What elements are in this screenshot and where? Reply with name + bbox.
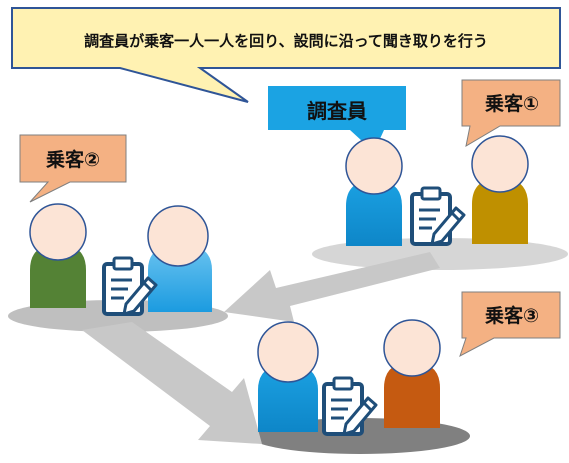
passenger3-callout-shape — [459, 291, 561, 358]
header-callout: 調査員が乗客一人一人を回り、設問に沿って聞き取りを行う — [11, 7, 561, 103]
surveyor-callout-shape — [268, 86, 406, 152]
passenger3-callout: 乗客③ — [459, 291, 561, 358]
arrow-2-to-3 — [82, 322, 262, 444]
group2 — [29, 203, 212, 316]
header-callout-text: 調査員が乗客一人一人を回り、設問に沿って聞き取りを行う — [84, 32, 488, 50]
surveyor-person-1 — [345, 137, 403, 246]
passenger1-callout-shape — [461, 79, 561, 147]
arrow-1-to-2 — [224, 252, 440, 322]
passenger1-callout-text: 乗客① — [485, 92, 539, 115]
passenger1-callout: 乗客① — [461, 79, 561, 147]
header-callout-shape — [11, 7, 561, 103]
passenger3-person — [383, 319, 441, 428]
passenger2-callout-shape — [19, 134, 127, 203]
group1 — [345, 135, 529, 246]
passenger1-person — [471, 135, 529, 244]
surveyor-person-2 — [147, 205, 212, 312]
clipboard-icon — [410, 186, 466, 246]
surveyor-callout: 調査員 — [268, 86, 406, 152]
passenger2-callout-text: 乗客② — [46, 148, 100, 171]
passenger2-callout: 乗客② — [19, 134, 127, 203]
passenger3-callout-text: 乗客③ — [485, 304, 539, 327]
group3 — [257, 319, 441, 436]
surveyor-callout-text: 調査員 — [307, 99, 367, 123]
passenger2-person — [29, 203, 87, 308]
surveyor-person-3 — [257, 321, 319, 432]
